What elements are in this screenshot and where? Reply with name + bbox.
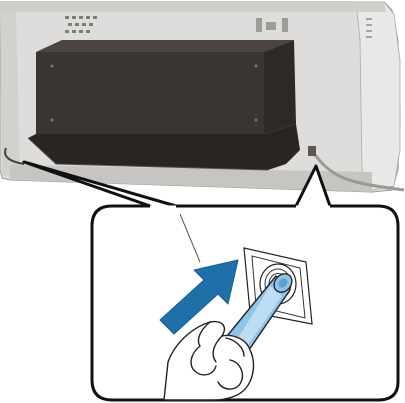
tube-port-small — [308, 146, 316, 156]
rear-panel-right-side — [264, 40, 296, 134]
rear-panel — [28, 40, 300, 170]
panel-screw — [255, 65, 258, 68]
printer-top-lip — [0, 2, 386, 12]
printer-side-shade — [356, 2, 400, 190]
panel-screw — [51, 65, 54, 68]
rear-panel-top — [36, 40, 294, 52]
panel-screw — [51, 119, 54, 122]
printer-rear-view — [0, 2, 404, 192]
rear-panel-face — [36, 52, 264, 134]
panel-screw — [255, 119, 258, 122]
